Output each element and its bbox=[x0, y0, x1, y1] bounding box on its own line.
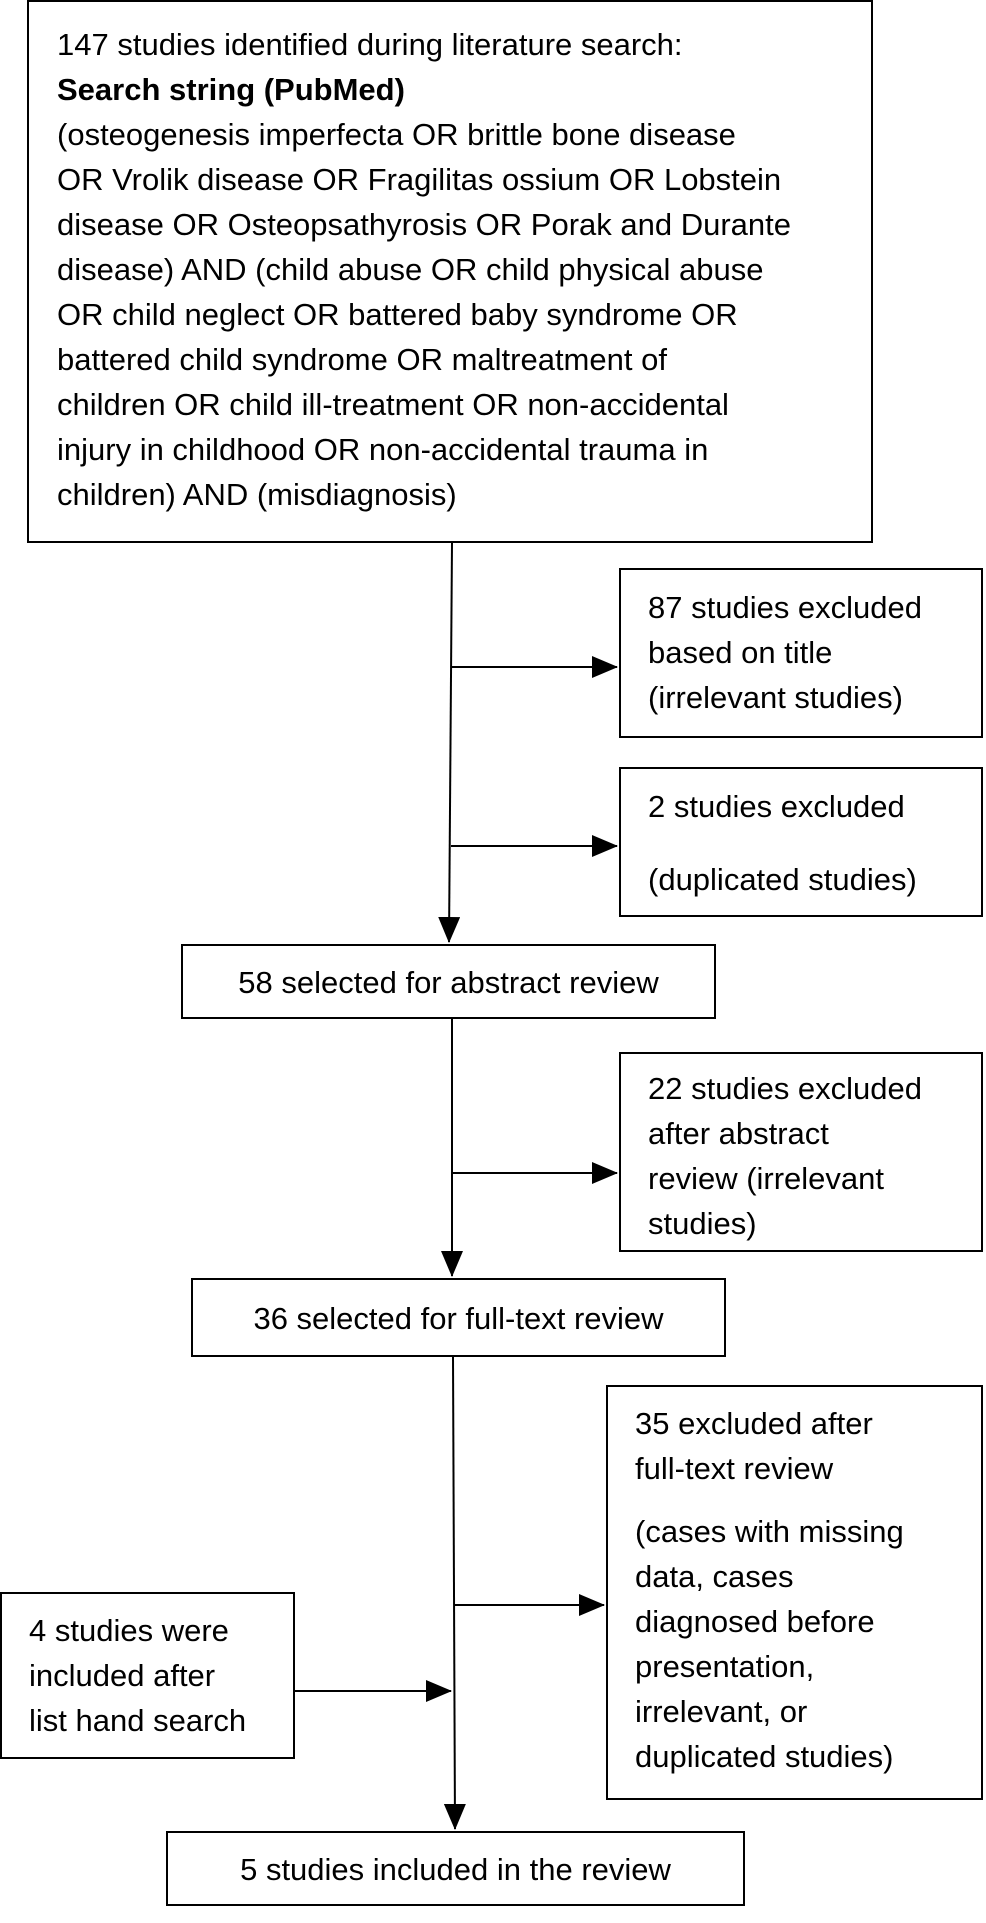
fulltext-review-box: 36 selected for full-text review bbox=[191, 1278, 726, 1357]
excluded-fulltext-reason: duplicated studies) bbox=[635, 1739, 894, 1774]
excluded-duplicates-line1: 2 studies excluded bbox=[648, 789, 905, 824]
hand-search-line: 4 studies were bbox=[29, 1613, 229, 1648]
search-string-line: children OR child ill-treatment OR non-a… bbox=[57, 387, 729, 422]
excluded-fulltext-header: 35 excluded after bbox=[635, 1406, 873, 1441]
excluded-fulltext-box: 35 excluded after full-text review (case… bbox=[606, 1385, 983, 1800]
search-string-line: disease) AND (child abuse OR child physi… bbox=[57, 252, 764, 287]
hand-search-line: list hand search bbox=[29, 1703, 247, 1738]
excluded-duplicates-box: 2 studies excluded (duplicated studies) bbox=[619, 767, 983, 917]
hand-search-box: 4 studies were included after list hand … bbox=[0, 1592, 295, 1759]
excluded-fulltext-header: full-text review bbox=[635, 1451, 834, 1486]
abstract-review-box: 58 selected for abstract review bbox=[181, 944, 716, 1019]
excluded-title-line: (irrelevant studies) bbox=[648, 680, 903, 715]
search-string-line: (osteogenesis imperfecta OR brittle bone… bbox=[57, 117, 736, 152]
search-string-line: disease OR Osteopsathyrosis OR Porak and… bbox=[57, 207, 792, 242]
included-box: 5 studies included in the review bbox=[166, 1831, 745, 1906]
excluded-fulltext-reason: presentation, bbox=[635, 1649, 815, 1684]
included-text: 5 studies included in the review bbox=[240, 1852, 671, 1887]
identified-intro: 147 studies identified during literature… bbox=[57, 27, 683, 62]
excluded-abstract-line: studies) bbox=[648, 1206, 757, 1241]
excluded-abstract-box: 22 studies excluded after abstract revie… bbox=[619, 1052, 983, 1252]
search-string-label: Search string (PubMed) bbox=[57, 72, 405, 107]
search-string-line: OR child neglect OR battered baby syndro… bbox=[57, 297, 738, 332]
search-string-line: battered child syndrome OR maltreatment … bbox=[57, 342, 667, 377]
arrow-to-included bbox=[443, 1356, 466, 1830]
search-string-line: injury in childhood OR non-accidental tr… bbox=[57, 432, 709, 467]
excluded-fulltext-reason: diagnosed before bbox=[635, 1604, 875, 1639]
excluded-title-box: 87 studies excluded based on title (irre… bbox=[619, 568, 983, 738]
excluded-duplicates-line2: (duplicated studies) bbox=[648, 862, 917, 897]
excluded-abstract-line: review (irrelevant bbox=[648, 1161, 885, 1196]
search-string-line: OR Vrolik disease OR Fragilitas ossium O… bbox=[57, 162, 782, 197]
excluded-title-line: 87 studies excluded bbox=[648, 590, 923, 625]
search-string-line: children) AND (misdiagnosis) bbox=[57, 477, 457, 512]
excluded-abstract-line: after abstract bbox=[648, 1116, 829, 1151]
excluded-fulltext-reason: irrelevant, or bbox=[635, 1694, 808, 1729]
excluded-fulltext-reason: (cases with missing bbox=[635, 1514, 904, 1549]
excluded-abstract-line: 22 studies excluded bbox=[648, 1071, 923, 1106]
excluded-title-line: based on title bbox=[648, 635, 833, 670]
arrow-to-abstract-review bbox=[438, 542, 461, 943]
abstract-review-text: 58 selected for abstract review bbox=[238, 965, 659, 1000]
hand-search-line: included after bbox=[29, 1658, 216, 1693]
identified-studies-box: 147 studies identified during literature… bbox=[27, 0, 873, 543]
fulltext-review-text: 36 selected for full-text review bbox=[253, 1301, 664, 1336]
excluded-fulltext-reason: data, cases bbox=[635, 1559, 794, 1594]
